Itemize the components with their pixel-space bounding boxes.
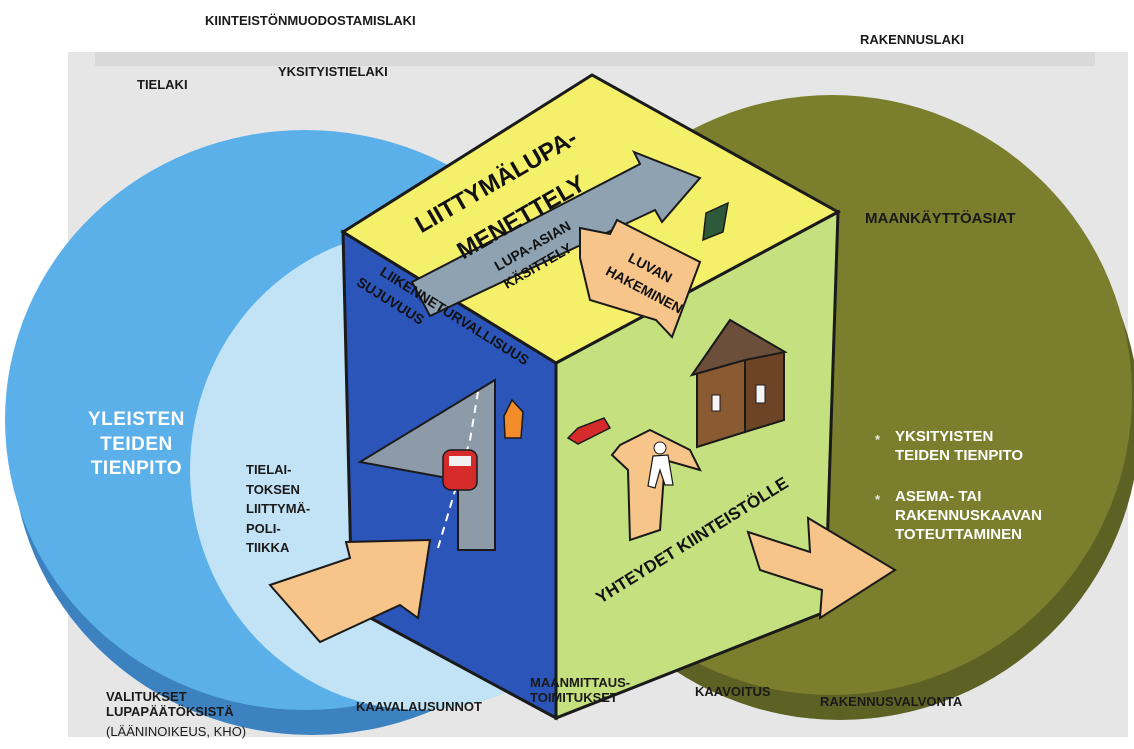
bullet-mark-1: * [875,432,881,447]
land-use-arrow [746,516,897,620]
law-kiinteistonmuodostamislaki: KIINTEISTÖNMUODOSTAMISLAKI [205,13,416,28]
house-door-icon [755,384,766,404]
law-tielaki: TIELAKI [137,77,188,92]
surveying-label: MAANMITTAUS- TOIMITUKSET [530,675,631,705]
car-window-icon [449,456,471,466]
pedestrian-icon [647,454,674,489]
plan-statements-label: KAAVALAUSUNNOT [356,699,482,714]
law-yksityistielaki: YKSITYISTIELAKI [278,64,388,79]
land-use-title: MAANKÄYTTÖASIAT [865,210,1016,227]
public-roads-title: YLEISTEN TEIDEN TIENPITO [88,409,185,480]
law-rakennuslaki: RAKENNUSLAKI [860,32,964,47]
appeals-label: VALITUKSET LUPAPÄÄTÖKSISTÄ [106,689,234,719]
small-house-icon [503,398,524,439]
zoning-label: KAAVOITUS [695,684,771,699]
road-center-line [437,391,479,549]
car-side-icon [566,417,612,445]
road-arrow [357,378,496,551]
house-roof-icon [689,318,788,377]
building-control-label: RAKENNUSVALVONTA [820,694,963,709]
house-window-icon [711,394,721,412]
private-roads-item: YKSITYISTEN TEIDEN TIENPITO [895,428,1024,464]
policy-arrow [268,538,432,644]
plan-implementation-item: ASEMA- TAI RAKENNUSKAAVAN TOTEUTTAMINEN [895,488,1042,543]
pedestrian-head-icon [653,441,667,455]
sign-icon [702,201,729,242]
access-policy-label: TIELAI- TOKSEN LIITTYMÄ- POLI- TIIKKA [246,462,311,555]
appeals-courts-label: (LÄÄNINOIKEUS, KHO) [106,724,247,739]
processing-arrow [410,150,702,318]
application-arrow [579,218,702,339]
bullet-mark-2: * [875,492,881,507]
frame-top-band [95,52,1095,66]
